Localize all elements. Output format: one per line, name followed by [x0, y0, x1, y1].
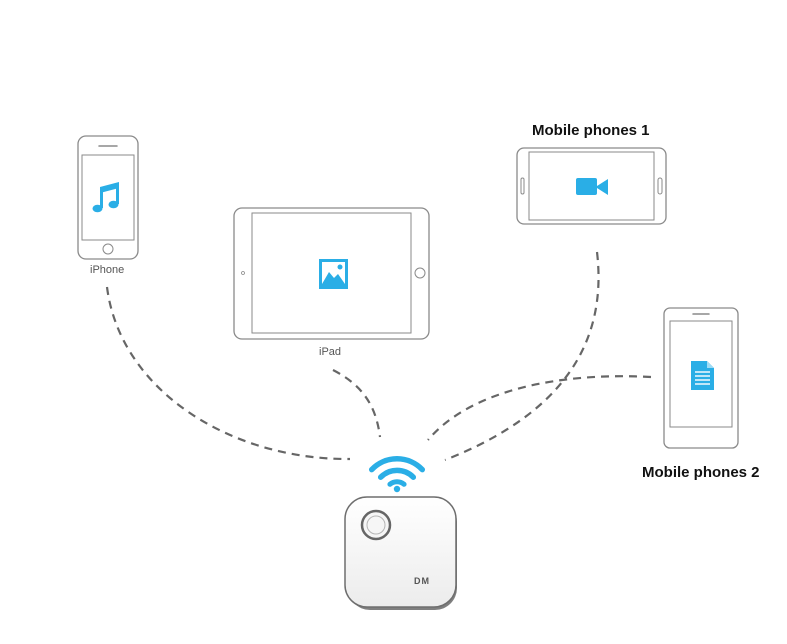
hub-brand-logo: DM: [414, 576, 430, 586]
video-camera-icon: [576, 178, 608, 195]
mobile-phones-1-label: Mobile phones 1: [532, 122, 650, 139]
connector-lines: [105, 251, 652, 462]
mobile-phone-2-device: [663, 307, 739, 449]
connector-mobile1: [444, 251, 600, 462]
power-button: [360, 509, 392, 541]
iphone-label: iPhone: [90, 264, 125, 276]
connector-ipad: [332, 369, 382, 438]
ipad-label: iPad: [319, 346, 342, 358]
mobile-phone-1-device: [516, 147, 667, 225]
music-note-icon: [92, 182, 119, 213]
iphone-device: [77, 135, 139, 260]
mobile-phones-2-label: Mobile phones 2: [642, 464, 760, 481]
wifi-icon: [368, 456, 426, 493]
connector-mobile2: [427, 375, 652, 441]
ipad-device: [233, 207, 430, 340]
image-icon: [319, 259, 348, 289]
dm-wireless-drive: [344, 496, 457, 610]
document-icon: [691, 361, 714, 390]
